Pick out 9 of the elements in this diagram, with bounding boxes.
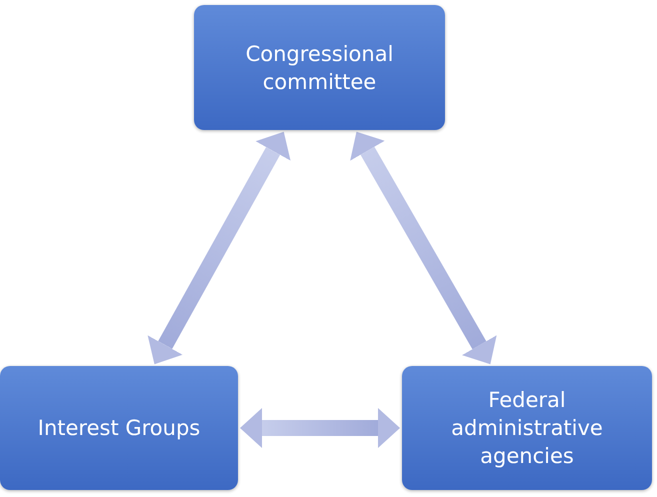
process-box [0, 366, 238, 490]
process-box [194, 5, 445, 130]
double-arrow [240, 408, 400, 448]
double-arrow [148, 132, 291, 364]
double-arrow [350, 132, 497, 364]
box-label: Interest Groups [38, 415, 200, 442]
box-label: Federal administrative agencies [450, 387, 604, 470]
process-box [402, 366, 652, 490]
box-label: Congressional committee [244, 40, 394, 96]
